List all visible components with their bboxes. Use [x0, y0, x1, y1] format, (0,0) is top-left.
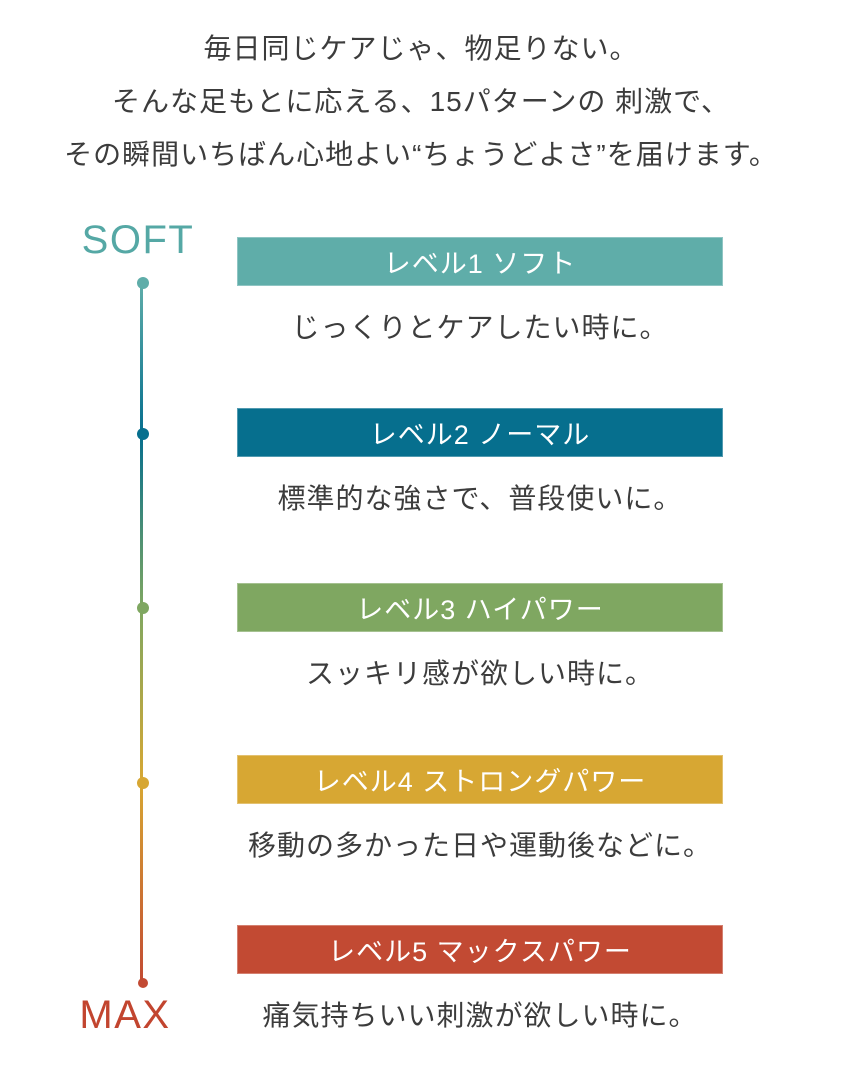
level-description-4: 移動の多かった日や運動後などに。 [247, 830, 712, 861]
scale-dot-level3 [137, 602, 149, 614]
scale-line [140, 283, 143, 983]
level-row-1: レベル1 ソフト じっくりとケアしたい時に。 [237, 237, 723, 343]
level-bar-label-4: レベル4 ストロングパワー [313, 767, 647, 797]
level-row-2: レベル2 ノーマル 標準的な強さで、普段使いに。 [237, 408, 723, 514]
level-bar-4: レベル4 ストロングパワー [237, 755, 723, 804]
level-bar-5: レベル5 マックスパワー [237, 925, 723, 974]
level-row-5: レベル5 マックスパワー 痛気持ちいい刺激が欲しい時に。 [237, 925, 723, 1031]
scale-label-max: MAX [79, 993, 171, 1037]
scale-dot-level4 [137, 777, 149, 789]
level-description-3: スッキリ感が欲しい時に。 [305, 658, 654, 689]
intro-line-3: その瞬間いちばん心地よい“ちょうどよさ”を届けます。 [64, 139, 778, 170]
intro-line-1: 毎日同じケアじゃ、物足りない。 [203, 33, 639, 64]
level-bar-label-5: レベル5 マックスパワー [328, 937, 632, 967]
level-bar-1: レベル1 ソフト [237, 237, 723, 286]
scale-label-soft: SOFT [81, 218, 195, 262]
level-bar-2: レベル2 ノーマル [237, 408, 723, 457]
level-row-3: レベル3 ハイパワー スッキリ感が欲しい時に。 [237, 583, 723, 689]
scale-dot-level5 [138, 978, 148, 988]
level-description-5: 痛気持ちいい刺激が欲しい時に。 [262, 1000, 698, 1031]
intro-text: 毎日同じケアじゃ、物足りない。 そんな足もとに応える、15パターンの 刺激で、 … [0, 22, 842, 181]
intro-line-2: そんな足もとに応える、15パターンの 刺激で、 [111, 86, 730, 117]
level-bar-label-2: レベル2 ノーマル [369, 420, 591, 450]
level-bar-label-3: レベル3 ハイパワー [356, 595, 604, 625]
level-bar-3: レベル3 ハイパワー [237, 583, 723, 632]
level-description-2: 標準的な強さで、普段使いに。 [277, 483, 683, 514]
level-description-1: じっくりとケアしたい時に。 [291, 312, 669, 343]
scale-dot-level1 [137, 277, 149, 289]
level-bar-label-1: レベル1 ソフト [383, 249, 577, 279]
level-row-4: レベル4 ストロングパワー 移動の多かった日や運動後などに。 [237, 755, 723, 861]
scale-dot-level2 [137, 428, 149, 440]
